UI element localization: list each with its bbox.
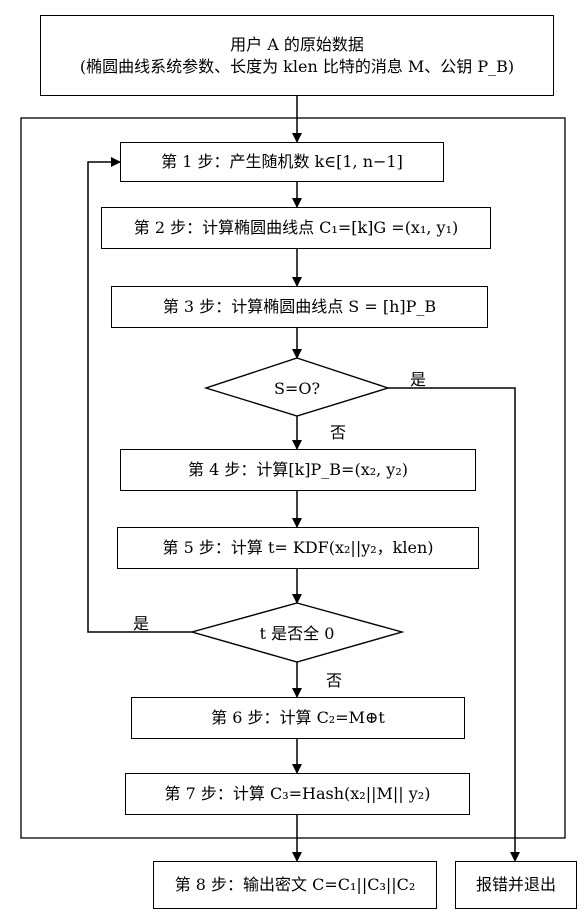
error-text: 报错并退出 bbox=[475, 875, 556, 895]
arrow-decision1-yes-to-error bbox=[388, 387, 520, 862]
step8-text: 第 8 步：输出密文 C=C₁||C₃||C₂ bbox=[174, 875, 416, 895]
error-box: 报错并退出 bbox=[455, 861, 577, 909]
step7-box: 第 7 步：计算 C₃=Hash(x₂||M|| y₂) bbox=[125, 773, 470, 815]
step3-text: 第 3 步：计算椭圆曲线点 S = [h]P_B bbox=[162, 297, 437, 317]
step8-box: 第 8 步：输出密文 C=C₁||C₃||C₂ bbox=[153, 861, 437, 909]
decision2-text: t 是否全 0 bbox=[259, 624, 335, 643]
step6-box: 第 6 步：计算 C₂=M⊕t bbox=[131, 697, 465, 739]
decision2-yes-label: 是 bbox=[133, 614, 150, 633]
step6-text: 第 6 步：计算 C₂=M⊕t bbox=[211, 708, 385, 728]
step4-text: 第 4 步：计算[k]P_B=(x₂, y₂) bbox=[187, 460, 408, 480]
decision2-shape bbox=[189, 602, 405, 663]
decision1-text: S=O? bbox=[273, 378, 321, 398]
step2-text: 第 2 步：计算椭圆曲线点 C₁=[k]G =(x₁, y₁) bbox=[133, 218, 459, 238]
step2-box: 第 2 步：计算椭圆曲线点 C₁=[k]G =(x₁, y₁) bbox=[101, 207, 491, 249]
start-title: 用户 A 的原始数据 bbox=[230, 34, 364, 54]
step5-text: 第 5 步：计算 t= KDF(x₂||y₂，klen) bbox=[162, 538, 434, 558]
step5-box: 第 5 步：计算 t= KDF(x₂||y₂，klen) bbox=[117, 527, 479, 569]
decision1-shape bbox=[203, 357, 391, 417]
step1-box: 第 1 步：产生随机数 k∈[1, n−1] bbox=[120, 142, 444, 182]
start-subtitle: (椭圆曲线系统参数、长度为 klen 比特的消息 M、公钥 P_B) bbox=[79, 56, 515, 76]
step1-text: 第 1 步：产生随机数 k∈[1, n−1] bbox=[161, 152, 403, 172]
step4-box: 第 4 步：计算[k]P_B=(x₂, y₂) bbox=[120, 449, 476, 491]
decision1-no-label: 否 bbox=[330, 423, 347, 442]
arrow-decision2-yes-loop bbox=[87, 157, 192, 633]
step3-box: 第 3 步：计算椭圆曲线点 S = [h]P_B bbox=[111, 286, 488, 328]
start-box: 用户 A 的原始数据 (椭圆曲线系统参数、长度为 klen 比特的消息 M、公钥… bbox=[40, 15, 554, 96]
decision1-yes-label: 是 bbox=[410, 370, 427, 389]
process-frame bbox=[20, 117, 566, 839]
step7-text: 第 7 步：计算 C₃=Hash(x₂||M|| y₂) bbox=[164, 784, 431, 804]
decision2-no-label: 否 bbox=[326, 671, 343, 690]
